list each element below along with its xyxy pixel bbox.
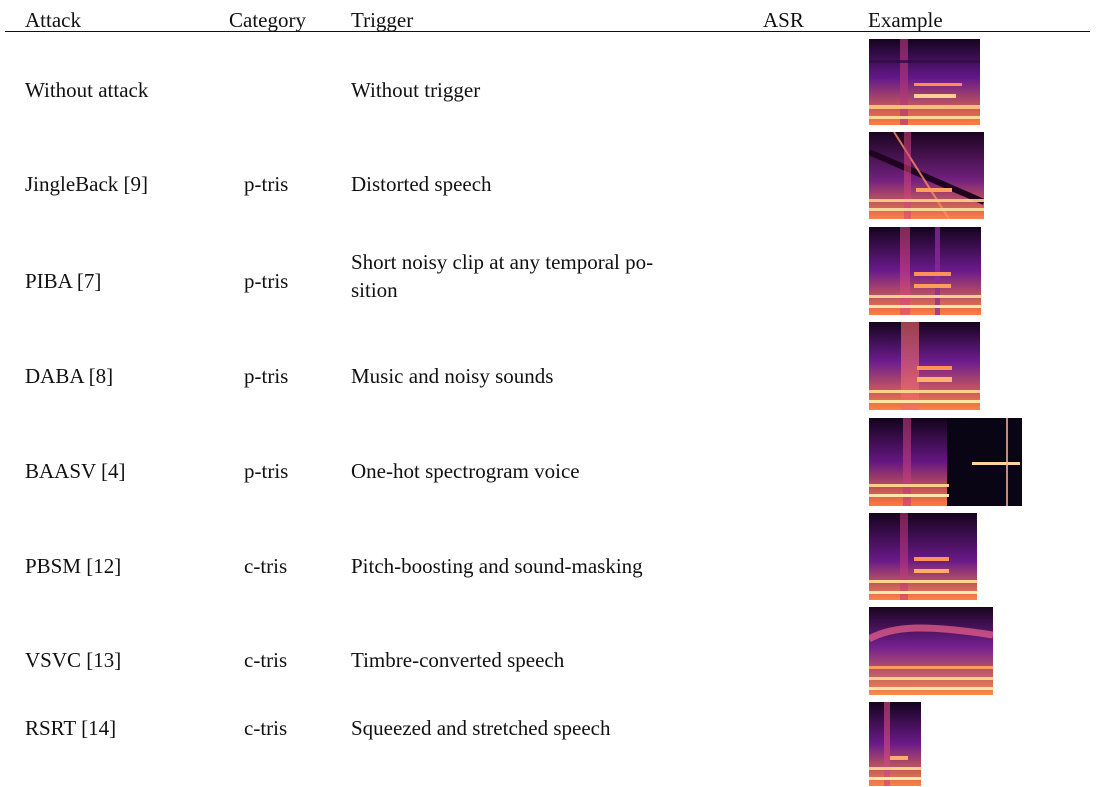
trigger-rsrt: Squeezed and stretched speech <box>351 716 611 740</box>
attack-piba: PIBA [7] <box>25 269 102 293</box>
spectrogram-image <box>869 607 993 695</box>
table-top-rule <box>5 31 1090 32</box>
category-rsrt: c-tris <box>244 716 288 740</box>
spectrogram-daba <box>869 322 980 410</box>
spectrogram-image <box>869 322 980 410</box>
attack-rsrt: RSRT [14] <box>25 716 117 740</box>
attack-vsvc: VSVC [13] <box>25 648 122 672</box>
spectrogram-image <box>869 132 984 219</box>
attack-pbsm: PBSM [12] <box>25 554 122 578</box>
category-baasv: p-tris <box>244 459 289 483</box>
spectrogram-baasv <box>869 418 1022 506</box>
category-daba: p-tris <box>244 364 289 388</box>
trigger-baasv: One-hot spectrogram voice <box>351 459 580 483</box>
attack-jingleback: JingleBack [9] <box>25 172 149 196</box>
spectrogram-image <box>869 39 980 125</box>
header-attack: Attack <box>25 8 81 32</box>
category-vsvc: c-tris <box>244 648 288 672</box>
trigger-vsvc: Timbre-converted speech <box>351 648 565 672</box>
trigger-piba-line-2: sition <box>351 278 398 302</box>
header-asr: ASR <box>763 8 804 32</box>
category-pbsm: c-tris <box>244 554 288 578</box>
spectrogram-pbsm <box>869 513 977 600</box>
header-trigger: Trigger <box>351 8 414 32</box>
trigger-without-attack: Without trigger <box>351 78 481 102</box>
trigger-daba: Music and noisy sounds <box>351 364 554 388</box>
spectrogram-jingleback <box>869 132 984 219</box>
attack-without-attack: Without attack <box>25 78 149 102</box>
spectrogram-vsvc <box>869 607 993 695</box>
spectrogram-image <box>869 702 921 786</box>
header-category: Category <box>229 8 306 32</box>
attack-daba: DABA [8] <box>25 364 114 388</box>
header-example: Example <box>868 8 943 32</box>
attack-baasv: BAASV [4] <box>25 459 126 483</box>
trigger-pbsm: Pitch-boosting and sound-masking <box>351 554 643 578</box>
spectrogram-image <box>869 227 981 315</box>
trigger-jingleback: Distorted speech <box>351 172 492 196</box>
trigger-piba-line-1: Short noisy clip at any temporal po- <box>351 250 654 274</box>
spectrogram-piba <box>869 227 981 315</box>
trigger-piba: Short noisy clip at any temporal po- sit… <box>351 248 741 304</box>
spectrogram-without-attack <box>869 39 980 125</box>
category-piba: p-tris <box>244 269 289 293</box>
category-jingleback: p-tris <box>244 172 289 196</box>
spectrogram-rsrt <box>869 702 921 786</box>
spectrogram-image <box>869 513 977 600</box>
spectrogram-image <box>869 418 1022 506</box>
